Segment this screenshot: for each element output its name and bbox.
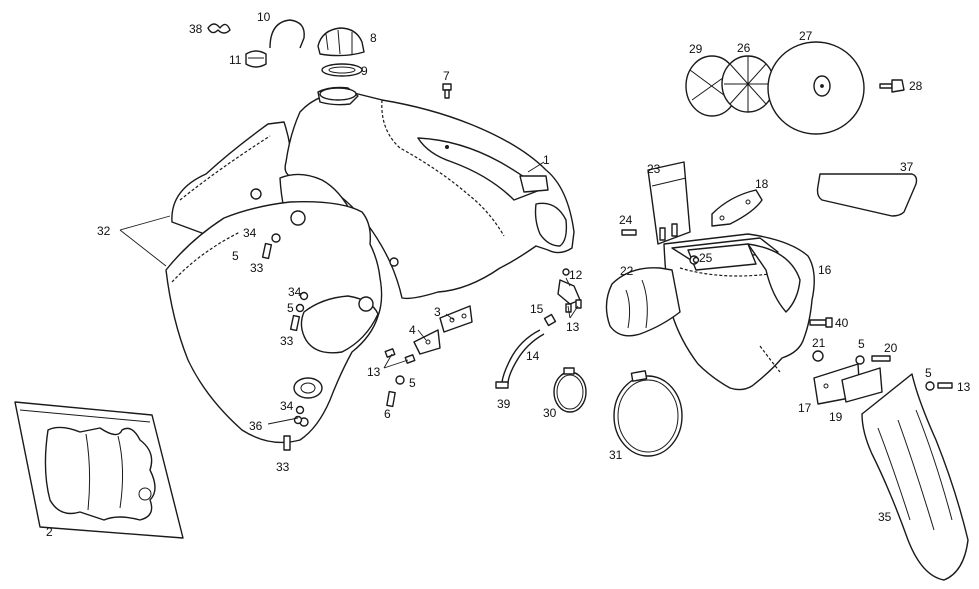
callout-12: 12 [569, 268, 583, 282]
callout-28: 28 [909, 79, 923, 93]
cap-gasket-part [321, 63, 363, 77]
callout-30: 30 [543, 406, 557, 420]
callout-33: 33 [276, 460, 290, 474]
breather-hose-part [269, 19, 305, 49]
callout-38: 38 [189, 22, 203, 36]
callout-labels: 1 2 3 4 5 5 5 5 5 6 7 8 9 10 11 12 13 13… [46, 10, 971, 539]
plate-19-part [841, 367, 883, 403]
bolt-40-part [809, 317, 833, 328]
callout-9: 9 [361, 64, 368, 78]
callout-5: 5 [287, 301, 294, 315]
callout-18: 18 [755, 177, 769, 191]
washer-5-far-part [925, 381, 953, 391]
bolt-part [442, 83, 452, 99]
callout-17: 17 [798, 401, 812, 415]
callout-13: 13 [957, 380, 971, 394]
callout-16: 16 [818, 263, 832, 277]
callout-40: 40 [835, 316, 849, 330]
callout-23: 23 [647, 162, 661, 176]
hose-clamp-30-part [553, 367, 587, 413]
filter-frame-part [721, 55, 775, 113]
leader-lines [119, 161, 579, 425]
callout-37: 37 [900, 160, 914, 174]
callout-21: 21 [812, 336, 826, 350]
callout-13: 13 [367, 365, 381, 379]
callout-34: 34 [288, 285, 302, 299]
callout-33: 33 [280, 334, 294, 348]
callout-5: 5 [409, 376, 416, 390]
rear-fender-part [861, 373, 969, 581]
callout-27: 27 [799, 29, 813, 43]
callout-35: 35 [878, 510, 892, 524]
callout-6: 6 [384, 407, 391, 421]
callout-11: 11 [229, 53, 242, 67]
callout-14: 14 [526, 349, 540, 363]
hose-clamp-39-part [495, 381, 509, 389]
callout-24: 24 [619, 213, 633, 227]
callout-4: 4 [409, 323, 416, 337]
filter-bolt-part [879, 79, 905, 93]
bracket-3-part [439, 305, 473, 333]
bracket-4-part [413, 329, 441, 355]
callout-34: 34 [280, 399, 294, 413]
callout-32: 32 [97, 224, 111, 238]
callout-20: 20 [884, 341, 898, 355]
side-panel-part [165, 201, 383, 444]
callout-3: 3 [434, 305, 441, 319]
callout-39: 39 [497, 397, 511, 411]
callout-25: 25 [699, 251, 713, 265]
hose-clamp-31-part [613, 370, 683, 457]
callout-36: 36 [249, 419, 263, 433]
callout-10: 10 [257, 10, 271, 24]
nut-21-part [812, 350, 824, 362]
fuel-valve-part [543, 268, 582, 327]
bolt-20-part [871, 355, 891, 362]
screw-24-part [621, 229, 637, 236]
callout-5: 5 [858, 337, 865, 351]
callout-13: 13 [566, 320, 580, 334]
washer-5-right-part [855, 355, 865, 365]
airbox-part [663, 233, 815, 391]
callout-2: 2 [46, 525, 53, 539]
callout-34: 34 [243, 226, 257, 240]
callout-1: 1 [543, 153, 550, 167]
callout-15: 15 [530, 302, 544, 316]
callout-8: 8 [370, 31, 377, 45]
callout-19: 19 [829, 410, 843, 424]
callout-5: 5 [925, 366, 932, 380]
clip-part [207, 23, 231, 34]
callout-29: 29 [689, 42, 703, 56]
callout-26: 26 [737, 41, 751, 55]
grommet-25-part [692, 256, 700, 264]
callout-7: 7 [443, 69, 450, 83]
callout-5: 5 [232, 249, 239, 263]
air-filter-part [767, 41, 865, 135]
callout-31: 31 [609, 448, 623, 462]
intake-boot-part [605, 267, 681, 337]
decal-sheet-part [14, 401, 184, 539]
airbox-cover-part [647, 161, 691, 245]
valve-part [245, 50, 267, 68]
fuel-cap-part [317, 27, 365, 57]
fuel-hose-part [501, 329, 545, 385]
callout-33: 33 [250, 261, 264, 275]
bracket-18-part [711, 189, 763, 227]
callout-22: 22 [620, 264, 634, 278]
filter-pad-part [816, 173, 918, 217]
